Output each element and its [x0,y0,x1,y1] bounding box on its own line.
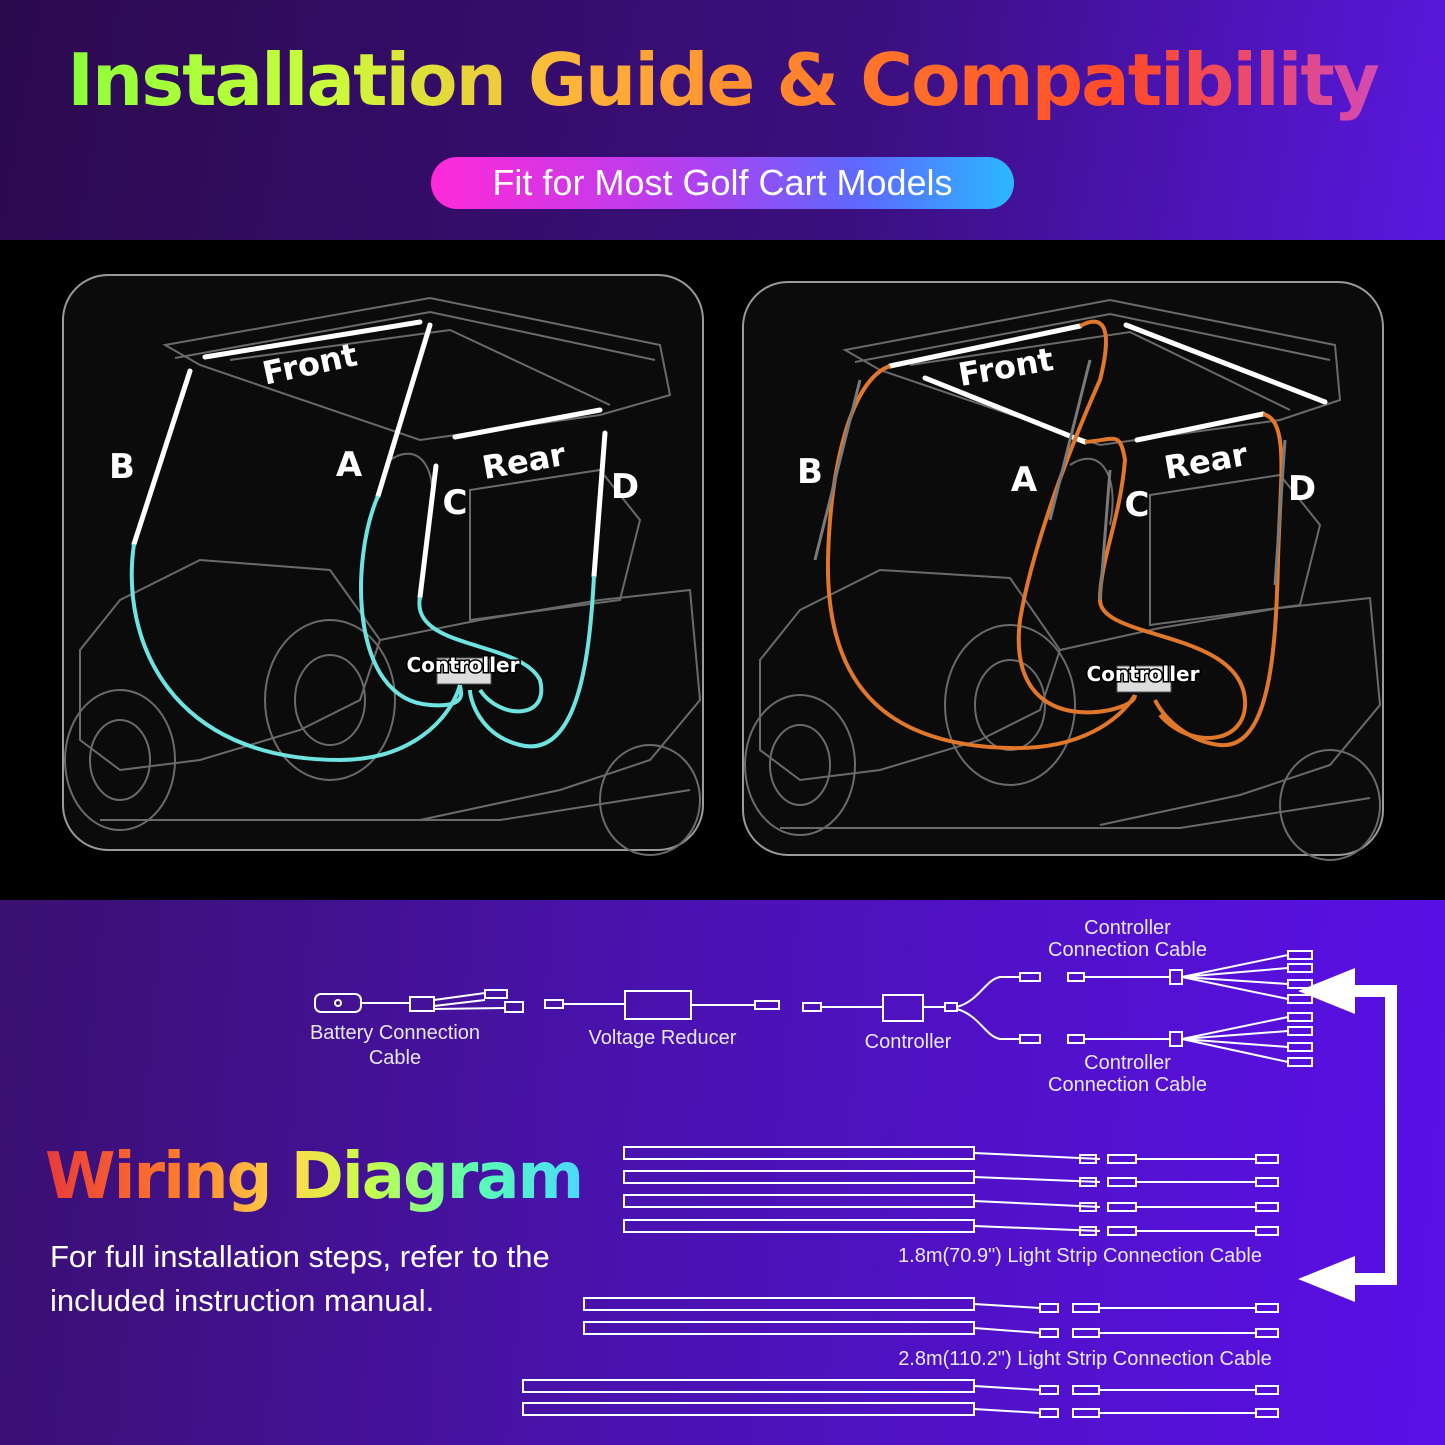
voltage-reducer [544,990,780,1020]
cart-line-art [64,296,702,856]
wiring-note: For full installation steps, refer to th… [50,1239,550,1318]
strip-cable-2-label: 2.8m(110.2") Light Strip Connection Cabl… [898,1348,1272,1370]
controller-connection-cable-top [1067,950,1313,1004]
battery-connection-cable [314,989,524,1013]
page-title: Installation Guide & Compatibility [0,38,1445,122]
controller-label: Controller [1087,662,1200,686]
strip-b-label: B [797,452,823,492]
light-strips-1-8m [623,1146,1279,1236]
wire-cyan [129,495,596,763]
controller-cable-bottom-label: Controller Connection Cable [1048,1052,1207,1096]
controller [802,972,1041,1044]
strip-c-label: C [443,483,468,523]
header: Installation Guide & Compatibility Fit f… [0,0,1445,240]
strip-d-label: D [611,467,639,507]
cart-line-art [744,298,1382,861]
strip-a-label: A [336,445,363,485]
wire-orange [825,319,1284,751]
strip-cable-1-label: 1.8m(70.9") Light Strip Connection Cable [898,1245,1262,1267]
install-diagram-1: Controller Front Rear B A C D [62,274,704,856]
controller-label: Controller [864,1031,952,1053]
battery-connection-cable-label: Battery Connection Cable [309,1022,481,1069]
light-strips-2-8m [522,1297,1279,1418]
install-diagram-2: Controller Front Rear B A C D [742,281,1384,861]
strip-b-label: B [109,447,135,487]
controller-label: Controller [407,653,520,677]
compatibility-badge: Fit for Most Golf Cart Models [431,157,1014,209]
controller-cable-top-label: Controller Connection Cable [1048,917,1207,961]
strip-c-label: C [1125,485,1150,525]
strip-d-label: D [1288,469,1316,509]
wiring-diagram [314,950,1397,1418]
connection-arrow [1298,968,1397,1302]
wiring-title: Wiring Diagram [45,1140,584,1214]
voltage-reducer-label: Voltage Reducer [588,1027,737,1049]
install-diagrams: Controller Front Rear B A C D [0,240,1445,900]
wiring-section [0,900,1445,1445]
strip-a-label: A [1011,460,1038,500]
controller-connection-cable-bottom [1067,1012,1313,1067]
